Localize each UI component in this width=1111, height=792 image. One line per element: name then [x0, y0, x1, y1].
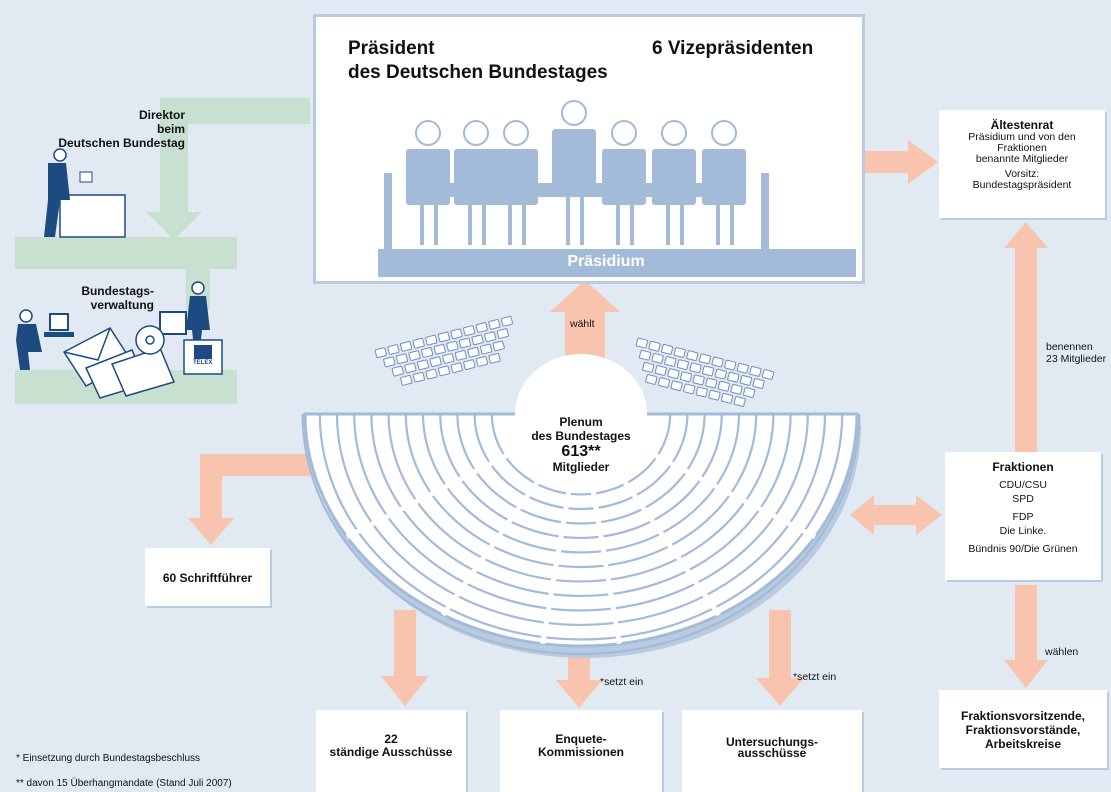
fraktionen-title: Fraktionen: [992, 460, 1054, 474]
verwaltung-label: Bundestags-verwaltung: [81, 284, 154, 312]
footnote: * Einsetzung durch Bundestagsbeschluss: [16, 753, 201, 764]
committee-label: Untersuchungs-ausschüsse: [725, 735, 818, 760]
envelopes-icon: [62, 325, 176, 399]
aeltestenrat-vorsitz: Vorsitz:Bundestagspräsident: [972, 168, 1072, 191]
fraktion-item: Die Linke.: [999, 525, 1047, 537]
praesidium-table-icon: [378, 100, 856, 277]
praesidium-box: Präsident des Deutschen Bundestages 6 Vi…: [313, 14, 865, 284]
aeltestenrat-title: Ältestenrat: [990, 118, 1054, 132]
plenum-hemicycle-icon: [301, 354, 861, 658]
fraktionen-box: Fraktionen CDU/CSU SPD FDP Die Linke. Bü…: [945, 452, 1101, 580]
president-title: Präsident des Deutschen Bundestages: [348, 38, 608, 83]
footnote: ** davon 15 Überhangmandate (Stand Juli …: [16, 778, 232, 789]
setzt-ein-label: *setzt ein: [600, 676, 644, 688]
fraktionen-list: CDU/CSU SPD FDP Die Linke. Bündnis 90/Di…: [945, 477, 1101, 557]
waehlen-label: wählen: [1045, 646, 1079, 658]
director-figure-icon: [44, 148, 126, 238]
committee-label: Enquete-Kommissionen: [537, 732, 624, 759]
vice-presidents-label: 6 Vizepräsidenten: [652, 38, 814, 59]
green-connector: [146, 98, 310, 240]
fraktionsvorsitzende-box: Fraktionsvorsitzende,Fraktionsvorstände,…: [939, 690, 1107, 768]
seat-cluster-right-icon: [635, 337, 775, 407]
schriftfuehrer-label: 60 Schriftführer: [162, 571, 253, 585]
waehlt-label: wählt: [570, 318, 595, 330]
direktor-floor: [15, 237, 237, 269]
schriftfuehrer-box: 60 Schriftführer: [145, 548, 270, 606]
praesidium-label: Präsidium: [567, 253, 645, 270]
office-figures-icon: [16, 281, 223, 375]
committee-untersuchung: Untersuchungs-ausschüsse: [682, 710, 862, 792]
fraktion-item: Bündnis 90/Die Grünen: [968, 543, 1078, 555]
seat-cluster-left-icon: [374, 315, 514, 386]
setzt-ein-label: *setzt ein: [793, 671, 837, 683]
committee-enquete: Enquete-Kommissionen: [500, 710, 662, 792]
fraktionsvorsitzende-label: Fraktionsvorsitzende,Fraktionsvorstände,…: [960, 709, 1086, 751]
fraktion-item: SPD: [1012, 493, 1034, 505]
telex-label: TELEX: [193, 360, 213, 366]
fraktion-item: CDU/CSU: [999, 479, 1047, 491]
fraktion-item: FDP: [1012, 511, 1034, 523]
